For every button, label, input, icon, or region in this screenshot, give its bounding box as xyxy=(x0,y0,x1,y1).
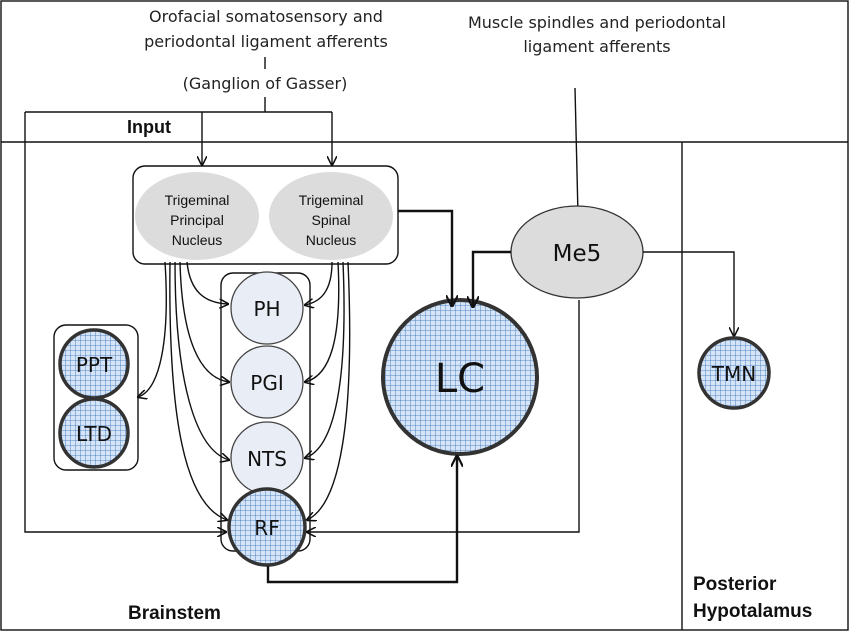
tmn-label: TMN xyxy=(711,362,756,386)
tmn-node xyxy=(697,336,771,410)
input-to-rf-left-loop xyxy=(24,112,226,532)
trigeminal-principal-nucleus xyxy=(135,172,259,260)
rf-node xyxy=(227,487,307,567)
me5-to-tmn-edge xyxy=(643,251,734,336)
spinal-nucleus-label-3: Nucleus xyxy=(306,232,357,248)
principal-to-pgi-edge xyxy=(179,261,229,382)
lc-node xyxy=(381,298,539,456)
spinal-nucleus-label-1: Trigeminal xyxy=(299,192,364,208)
orofacial-afferents-label-line1: Orofacial somatosensory and xyxy=(149,7,383,26)
principal-nucleus-label-3: Nucleus xyxy=(172,232,223,248)
nts-label: NTS xyxy=(247,447,287,471)
pgi-label: PGI xyxy=(250,371,283,395)
input-region-label: Input xyxy=(127,117,171,137)
rf-to-lc-edge xyxy=(266,456,457,584)
spinal-to-rf-edge xyxy=(307,261,351,520)
rf-label: RF xyxy=(254,516,279,540)
principal-nucleus-label-1: Trigeminal xyxy=(165,192,230,208)
muscle-spindles-label-line2: ligament afferents xyxy=(523,37,670,56)
ppt-label: PPT xyxy=(76,353,113,377)
spinal-to-pgi-edge xyxy=(305,261,340,382)
principal-to-nts-edge xyxy=(174,261,229,460)
lc-label: LC xyxy=(435,356,485,402)
principal-to-ppt-edge xyxy=(138,261,167,397)
me5-to-rf-edge xyxy=(307,300,580,532)
ph-label: PH xyxy=(253,297,280,321)
principal-nucleus-label-2: Principal xyxy=(170,212,224,228)
me5-label: Me5 xyxy=(553,241,602,267)
principal-to-rf-edge xyxy=(169,261,227,520)
posterior-hypothalamus-label-line1: Posterior xyxy=(693,574,777,595)
ganglion-label: (Ganglion of Gasser) xyxy=(183,74,348,93)
brainstem-region-label: Brainstem xyxy=(128,603,221,624)
trigeminal-nuclei-box xyxy=(132,165,399,265)
posterior-hypothalamus-label-line2: Hypotalamus xyxy=(693,601,812,622)
muscle-spindles-label-line1: Muscle spindles and periodontal xyxy=(468,13,726,32)
ltd-label: LTD xyxy=(76,422,112,446)
muscle-afferent-to-me5-line xyxy=(574,87,579,216)
spinal-to-ph-edge xyxy=(305,261,333,305)
principal-to-ph-edge xyxy=(186,261,228,304)
orofacial-afferents-label-line2: periodontal ligament afferents xyxy=(144,32,388,51)
ltd-node xyxy=(58,397,130,469)
ph-node xyxy=(230,271,304,345)
spinal-nucleus-label-2: Spinal xyxy=(312,212,351,228)
me5-to-lc-edge xyxy=(473,250,511,307)
spinal-to-nts-edge xyxy=(305,261,345,458)
nuclei-to-lc-edge xyxy=(398,209,452,306)
trigeminal-spinal-nucleus xyxy=(269,172,393,260)
